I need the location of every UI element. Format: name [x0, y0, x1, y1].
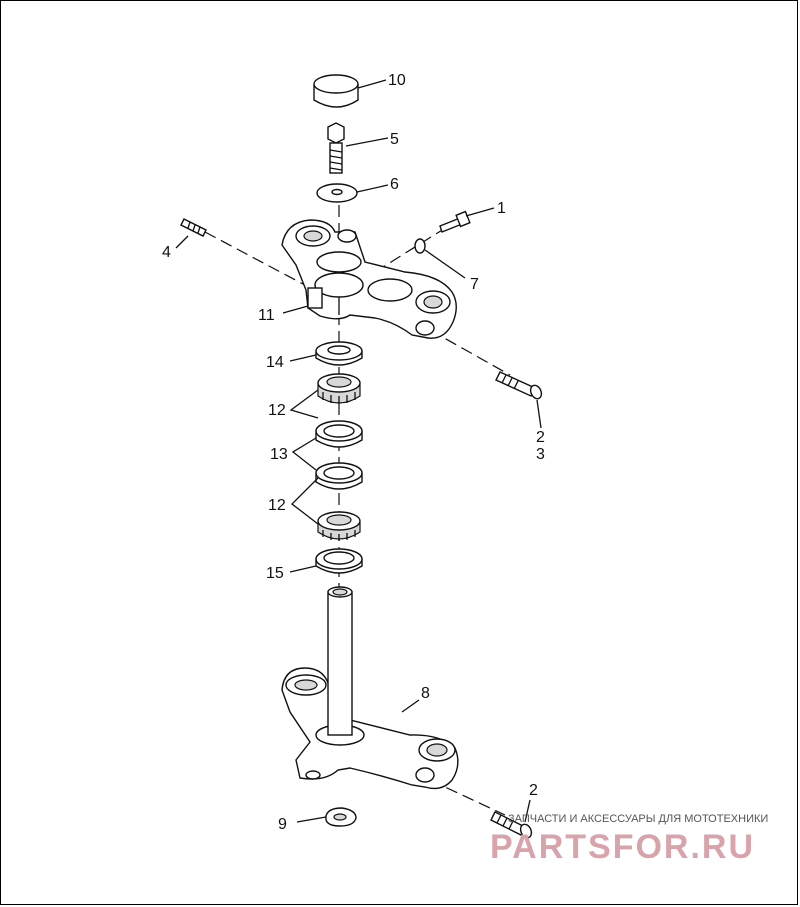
leader-12-lower [291, 477, 319, 525]
leader-9 [296, 816, 327, 823]
part-15-seal [315, 548, 363, 574]
part-7-washer [414, 238, 426, 254]
leader-7 [424, 249, 466, 279]
part-11-upper-clamp [281, 219, 457, 339]
leader-6 [356, 184, 389, 193]
leader-1 [465, 207, 495, 217]
part-12-bearing-lower [317, 511, 361, 541]
axis-line-part-4 [204, 231, 319, 293]
part-12-bearing-upper [317, 373, 361, 404]
part-1-bolt [439, 210, 471, 233]
axis-line-part-2-lower [429, 779, 506, 816]
callout-15: 15 [266, 565, 284, 582]
leader-10 [357, 79, 387, 89]
part-5-bolt [327, 122, 345, 174]
part-2-bolt-lower [490, 811, 533, 839]
callout-12-lower: 12 [268, 497, 286, 514]
callout-3: 3 [536, 446, 545, 463]
leader-11 [282, 305, 309, 314]
watermark-logo: PARTSFOR.RU [490, 828, 755, 866]
leader-12-upper [289, 389, 319, 419]
callout-2-lower: 2 [529, 782, 538, 799]
callout-6: 6 [390, 176, 399, 193]
leader-2-lower [524, 799, 531, 823]
leader-15 [289, 565, 317, 573]
callout-14: 14 [266, 354, 284, 371]
part-13-cup-lower [315, 462, 363, 490]
callout-5: 5 [390, 131, 399, 148]
callout-9: 9 [278, 816, 287, 833]
leader-14 [289, 354, 317, 362]
callout-12-upper: 12 [268, 402, 286, 419]
part-8-lower-clamp [281, 586, 459, 790]
callout-4: 4 [162, 244, 171, 261]
axis-line-part-2-upper [429, 329, 511, 376]
callout-2-upper: 2 [536, 429, 545, 446]
part-13-cup-upper [315, 420, 363, 448]
leader-13 [291, 437, 317, 471]
callout-7: 7 [470, 276, 479, 293]
callout-1: 1 [497, 200, 506, 217]
part-9-clip [325, 807, 357, 827]
leader-2-upper [536, 399, 542, 429]
callout-8: 8 [421, 685, 430, 702]
callout-13: 13 [270, 446, 288, 463]
part-4-stud [180, 218, 207, 237]
leader-5 [345, 137, 389, 147]
watermark-tagline: ЗАПЧАСТИ И АКСЕССУАРЫ ДЛЯ МОТОТЕХНИКИ [508, 813, 768, 825]
part-2-bolt-upper [495, 371, 543, 400]
callout-10: 10 [388, 72, 406, 89]
callout-11: 11 [258, 307, 275, 324]
part-6-washer [316, 183, 358, 203]
leader-8 [401, 699, 420, 713]
part-14-seal [315, 341, 363, 366]
part-10-cap [313, 74, 359, 108]
leader-4 [175, 235, 189, 249]
